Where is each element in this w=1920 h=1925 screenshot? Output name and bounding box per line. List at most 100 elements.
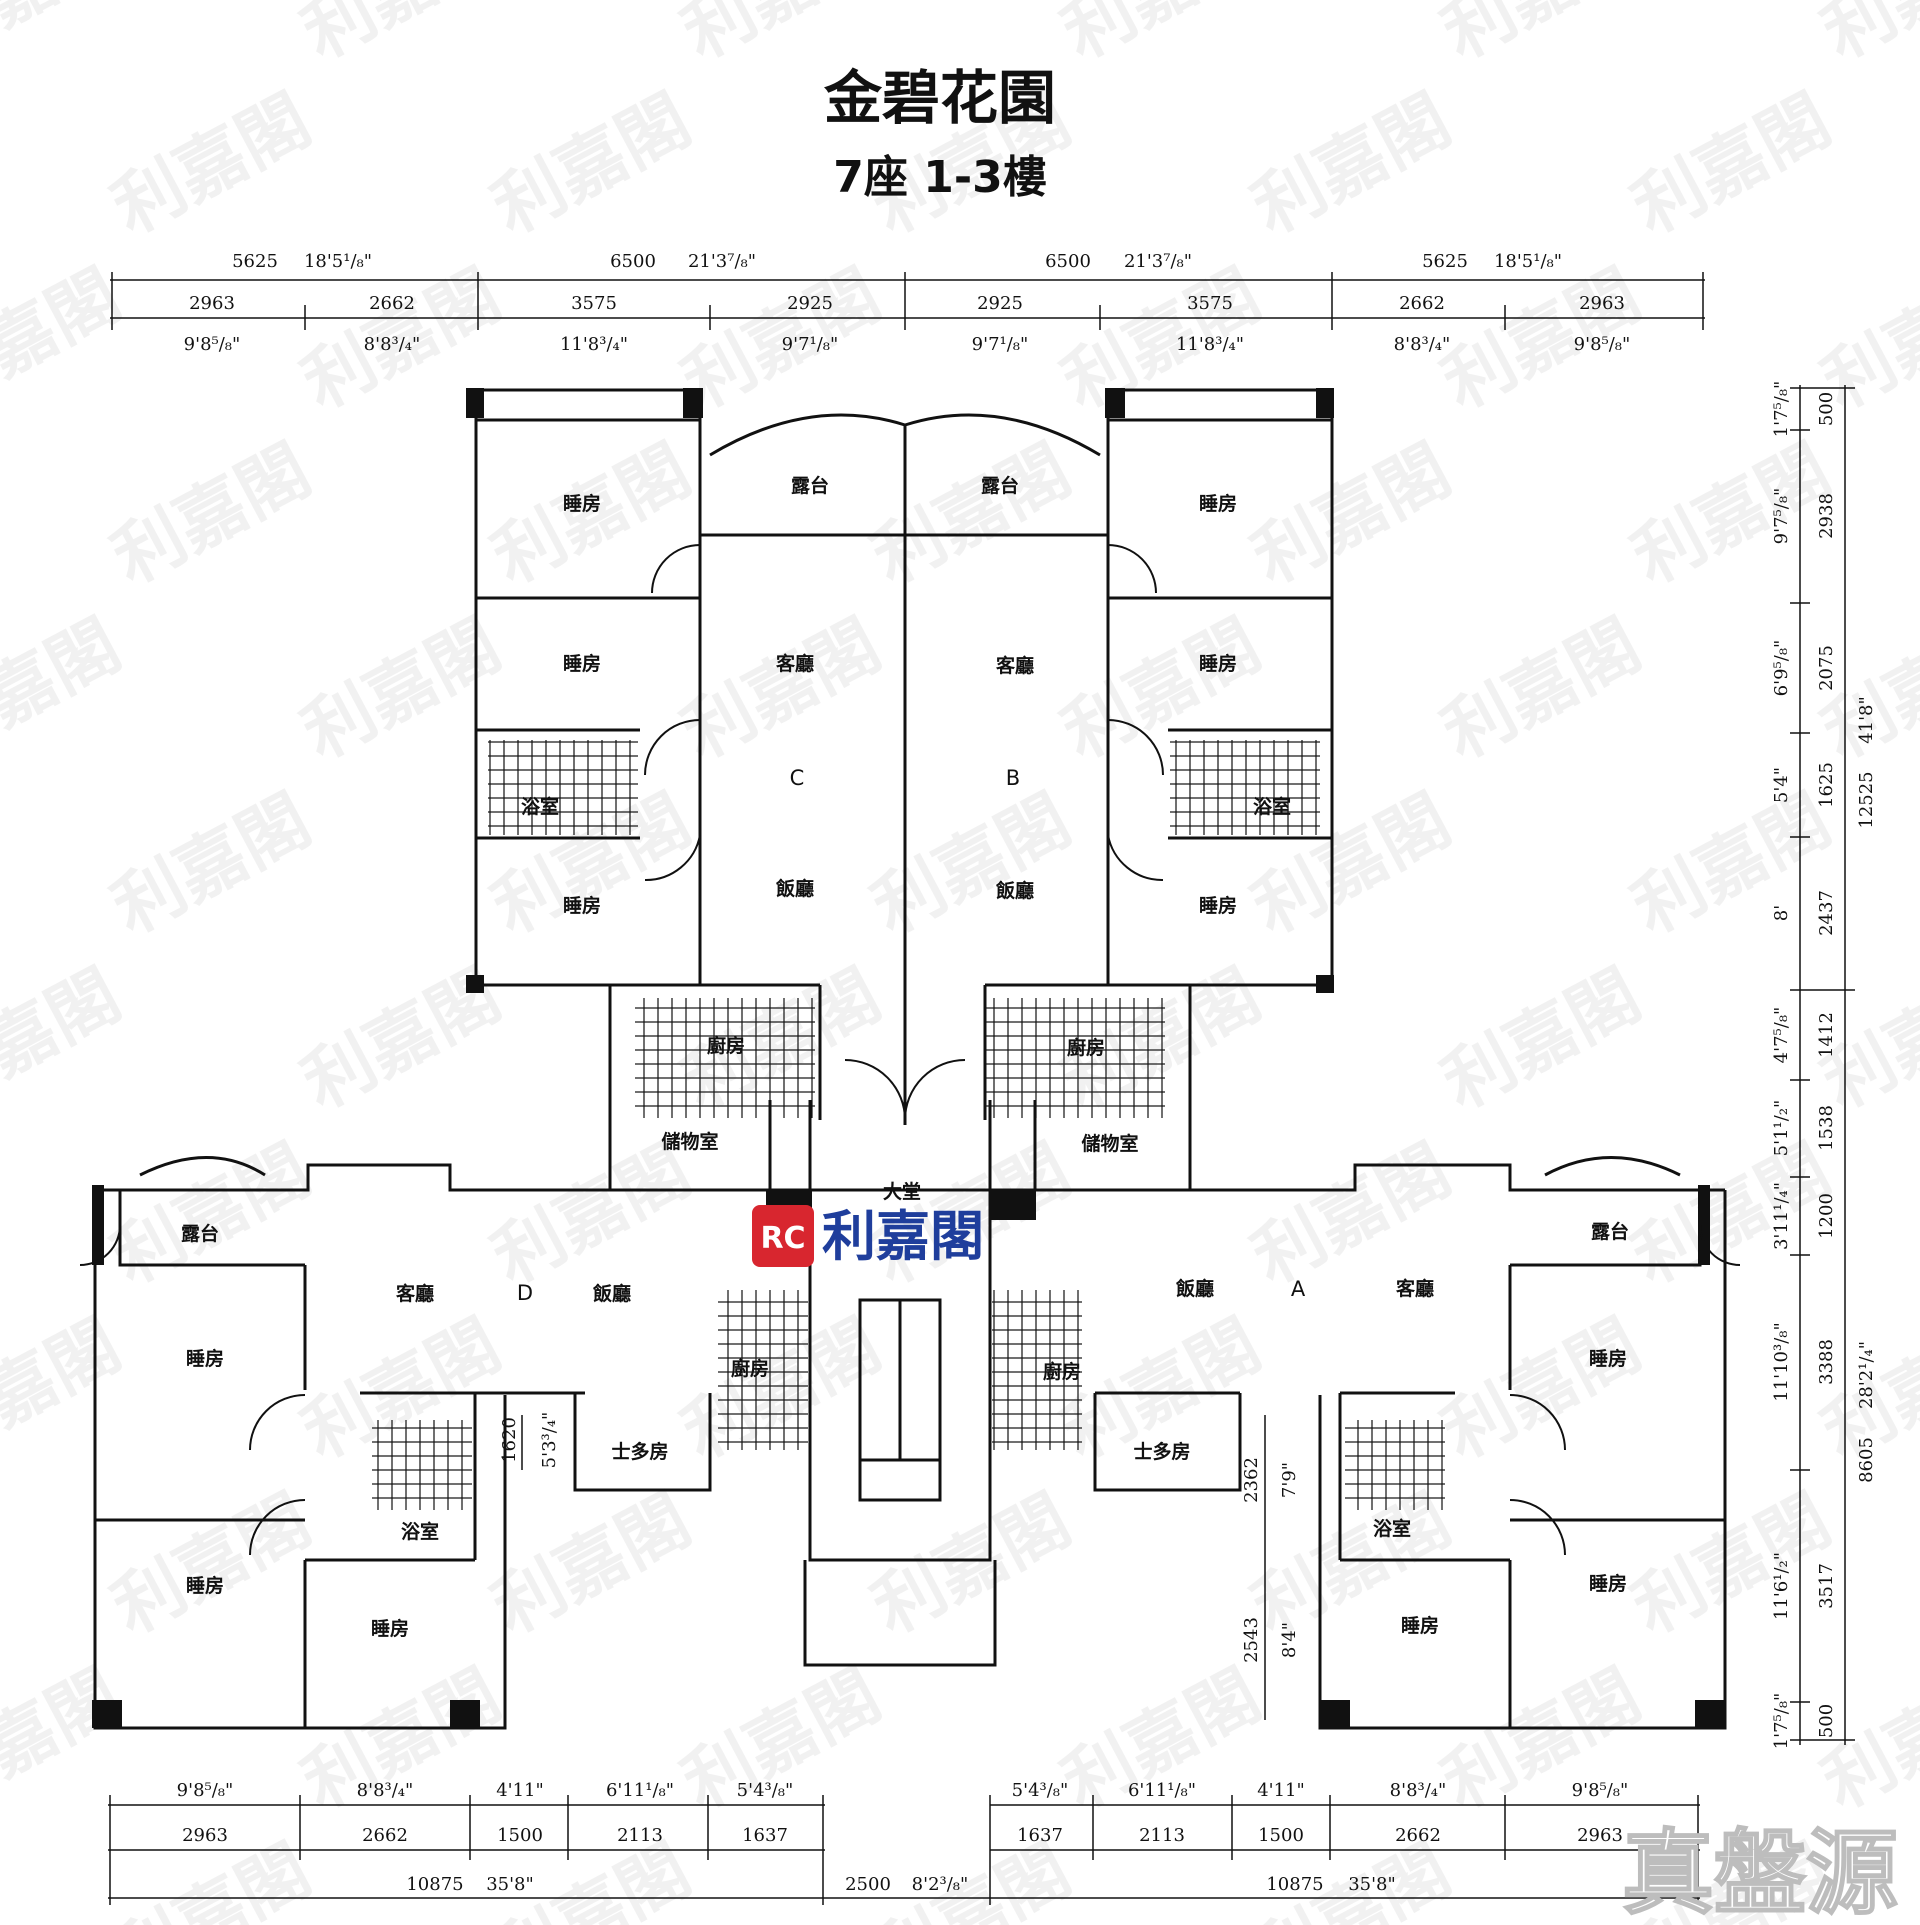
c-bath: 浴室 bbox=[521, 795, 559, 818]
bot-right-ft-2: 6'11¹/₈" bbox=[1128, 1780, 1196, 1801]
right-seg-ft-4: 5'4" bbox=[1771, 767, 1792, 803]
bot-left-overall-ft: 35'8" bbox=[486, 1874, 534, 1895]
right-seg-mm-9: 3388 bbox=[1816, 1339, 1837, 1385]
watermark-text: 利嘉閣 bbox=[859, 1478, 1083, 1650]
watermark-text: 利嘉閣 bbox=[1619, 1128, 1843, 1300]
right-seg-ft-6: 4'7⁵/₈" bbox=[1771, 1007, 1792, 1064]
watermark-text: 利嘉閣 bbox=[1239, 428, 1463, 600]
top-seg-ft-3: 11'8³/₄" bbox=[560, 334, 628, 355]
bot-center-ft: 8'2³/₈" bbox=[912, 1874, 969, 1895]
right-seg-ft-10: 11'6¹/₂" bbox=[1771, 1552, 1792, 1620]
right-seg-ft-9: 11'10³/₈" bbox=[1771, 1322, 1792, 1402]
watermark-text: 利嘉閣 bbox=[1429, 1303, 1653, 1475]
unit-a-label: A bbox=[1291, 1277, 1306, 1301]
d-bath: 浴室 bbox=[401, 1520, 439, 1543]
watermark-text: 利嘉閣 bbox=[1429, 953, 1653, 1125]
room-labels: 睡房 睡房 睡房 浴室 露台 客廳 C 飯廳 廚房 儲物室 睡房 睡房 睡房 浴… bbox=[181, 474, 1629, 1640]
watermark-text: 利嘉閣 bbox=[479, 1478, 703, 1650]
a-bedroom-3: 睡房 bbox=[1401, 1614, 1439, 1637]
top-seg-ft-7: 8'8³/₄" bbox=[1394, 334, 1451, 355]
right-overall-lower-mm: 8605 bbox=[1856, 1437, 1877, 1483]
a-upper-dim-ft: 7'9" bbox=[1279, 1462, 1300, 1498]
a-bedroom-1: 睡房 bbox=[1589, 1347, 1627, 1370]
right-seg-ft-8: 3'11¹/₄" bbox=[1771, 1182, 1792, 1250]
watermark-text: 利嘉閣 bbox=[0, 253, 133, 425]
watermark-text: 利嘉閣 bbox=[479, 1128, 703, 1300]
bottom-dimension-labels: 9'8⁵/₈" 8'8³/₄" 4'11" 6'11¹/₈" 5'4³/₈" 2… bbox=[177, 1780, 1629, 1895]
top-seg-mm-7: 2662 bbox=[1399, 293, 1445, 314]
right-seg-mm-11: 500 bbox=[1816, 1704, 1837, 1738]
top-overall-3-ft: 21'3⁷/₈" bbox=[1124, 251, 1192, 272]
right-seg-mm-7: 1538 bbox=[1816, 1105, 1837, 1151]
watermark-text: 利嘉閣 bbox=[0, 1653, 133, 1825]
right-seg-mm-5: 2437 bbox=[1816, 890, 1837, 936]
bot-right-ft-3: 4'11" bbox=[1257, 1780, 1305, 1801]
b-bath: 浴室 bbox=[1253, 795, 1291, 818]
bot-left-ft-2: 8'8³/₄" bbox=[357, 1780, 414, 1801]
unit-b-label: B bbox=[1006, 766, 1020, 790]
right-seg-mm-3: 2075 bbox=[1816, 645, 1837, 691]
top-overall-labels: 5625 18'5¹/₈" 6500 21'3⁷/₈" 6500 21'3⁷/₈… bbox=[232, 251, 1562, 272]
watermark-text: 利嘉閣 bbox=[1049, 0, 1273, 75]
d-bath-dim-mm: 1620 bbox=[499, 1417, 520, 1463]
right-seg-mm-10: 3517 bbox=[1816, 1563, 1837, 1609]
bot-right-ft-1: 5'4³/₈" bbox=[1012, 1780, 1069, 1801]
top-seg-mm-6: 3575 bbox=[1187, 293, 1233, 314]
top-seg-mm-2: 2662 bbox=[369, 293, 415, 314]
right-seg-mm-4: 1625 bbox=[1816, 762, 1837, 808]
agency-logo: RC 利嘉閣 bbox=[752, 1204, 984, 1268]
watermark-text: 利嘉閣 bbox=[1619, 778, 1843, 950]
a-kitchen: 廚房 bbox=[1043, 1360, 1081, 1383]
right-seg-ft-3: 6'9⁵/₈" bbox=[1771, 640, 1792, 697]
interior-dimensions: 1620 5'3³/₄" 2362 7'9" 2543 8'4" bbox=[499, 1412, 1300, 1720]
top-seg-mm-8: 2963 bbox=[1579, 293, 1625, 314]
bot-right-mm-3: 1500 bbox=[1258, 1825, 1304, 1846]
bot-right-overall-ft: 35'8" bbox=[1348, 1874, 1396, 1895]
top-segment-labels: 2963 2662 3575 2925 2925 3575 2662 2963 … bbox=[184, 293, 1631, 355]
watermark-text: 利嘉閣 bbox=[0, 0, 133, 75]
watermark-text: 利嘉閣 bbox=[99, 78, 323, 250]
right-seg-ft-5: 8' bbox=[1771, 905, 1792, 921]
bot-left-mm-5: 1637 bbox=[742, 1825, 788, 1846]
door-swings bbox=[79, 544, 1741, 1556]
b-bedroom-2: 睡房 bbox=[1199, 652, 1237, 675]
watermark-text: 利嘉閣 bbox=[99, 1478, 323, 1650]
top-overall-2-ft: 21'3⁷/₈" bbox=[688, 251, 756, 272]
right-seg-mm-1: 500 bbox=[1816, 392, 1837, 426]
d-balcony: 露台 bbox=[181, 1222, 219, 1245]
page-subtitle: 7座 1-3樓 bbox=[833, 152, 1046, 203]
a-balcony: 露台 bbox=[1591, 1220, 1629, 1243]
c-living: 客廳 bbox=[776, 652, 814, 675]
top-seg-mm-4: 2925 bbox=[787, 293, 833, 314]
watermark-text: 利嘉閣 bbox=[1619, 1478, 1843, 1650]
unit-c-label: C bbox=[790, 766, 805, 790]
top-overall-1-ft: 18'5¹/₈" bbox=[304, 251, 372, 272]
watermark-text: 利嘉閣 bbox=[1809, 0, 1920, 75]
bot-right-mm-2: 2113 bbox=[1139, 1825, 1185, 1846]
top-seg-mm-1: 2963 bbox=[189, 293, 235, 314]
right-overall-lower-ft: 28'2¹/₄" bbox=[1856, 1341, 1877, 1409]
a-utility: 士多房 bbox=[1133, 1440, 1190, 1463]
bottom-dimension-lines bbox=[108, 1795, 1700, 1905]
right-seg-ft-2: 9'7⁵/₈" bbox=[1771, 488, 1792, 545]
watermark-text: 利嘉閣 bbox=[0, 603, 133, 775]
bot-left-overall-mm: 10875 bbox=[406, 1874, 463, 1895]
unit-d-label: D bbox=[517, 1281, 533, 1305]
bot-left-ft-4: 6'11¹/₈" bbox=[606, 1780, 674, 1801]
right-overall-upper-ft: 41'8" bbox=[1856, 696, 1877, 744]
bot-right-mm-4: 2662 bbox=[1395, 1825, 1441, 1846]
right-overall-upper-mm: 12525 bbox=[1856, 771, 1877, 828]
watermark-text: 利嘉閣 bbox=[669, 603, 893, 775]
watermark-text: 利嘉閣 bbox=[1429, 0, 1653, 75]
watermark-text: 利嘉閣 bbox=[289, 603, 513, 775]
bot-left-mm-2: 2662 bbox=[362, 1825, 408, 1846]
b-bedroom-1: 睡房 bbox=[1199, 492, 1237, 515]
right-seg-ft-11: 1'7⁵/₈" bbox=[1771, 1693, 1792, 1750]
right-seg-ft-1: 1'7⁵/₈" bbox=[1771, 381, 1792, 438]
bot-right-ft-4: 8'8³/₄" bbox=[1390, 1780, 1447, 1801]
right-dimension-labels: 5002938207516252437141215381200338835175… bbox=[1771, 381, 1877, 1750]
page-title: 金碧花園 bbox=[824, 64, 1056, 132]
d-dining: 飯廳 bbox=[592, 1282, 631, 1305]
top-seg-ft-2: 8'8³/₄" bbox=[364, 334, 421, 355]
